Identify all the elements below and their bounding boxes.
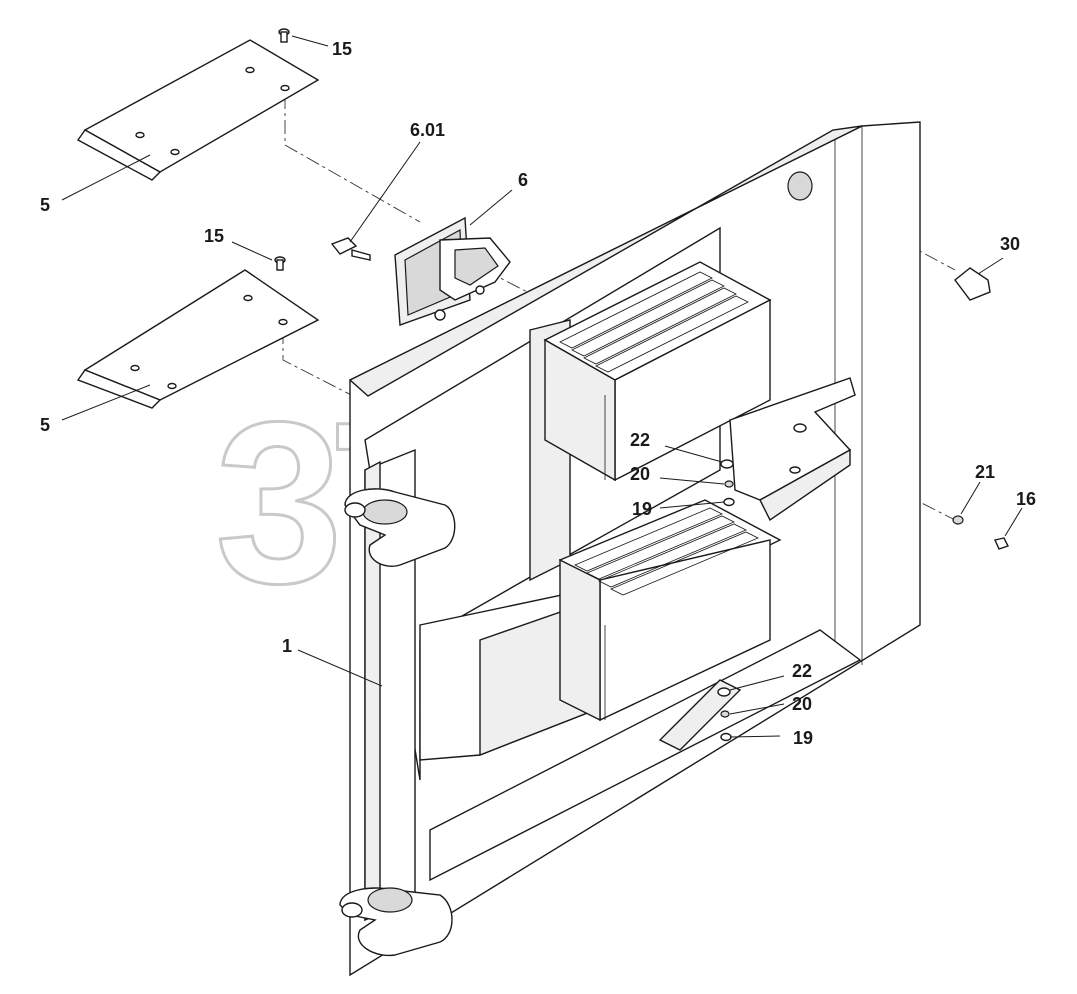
callout-19-lower: 19 xyxy=(793,728,813,748)
callout-30: 30 xyxy=(1000,234,1020,254)
screw-15-lower xyxy=(274,256,286,271)
callout-19-upper: 19 xyxy=(632,499,652,519)
callout-6-01: 6.01 xyxy=(410,120,445,140)
cover-plate-5-lower xyxy=(76,269,320,409)
callout-16: 16 xyxy=(1016,489,1036,509)
leader-lines xyxy=(61,35,1023,738)
cover-plate-5-upper xyxy=(76,39,320,181)
callout-1: 1 xyxy=(282,636,292,656)
callout-5-upper: 5 xyxy=(40,195,50,215)
bumper-30 xyxy=(787,171,991,301)
upper-grille-tray xyxy=(543,261,772,482)
callout-22-lower: 22 xyxy=(792,661,812,681)
callout-15-lower: 15 xyxy=(204,226,224,246)
callout-21: 21 xyxy=(975,462,995,482)
callout-15-upper: 15 xyxy=(332,39,352,59)
callout-20-upper: 20 xyxy=(630,464,650,484)
lower-grille-tray xyxy=(558,499,782,722)
hardware-upper xyxy=(720,459,735,507)
callout-22-upper: 22 xyxy=(630,430,650,450)
hardware-lower xyxy=(717,687,732,742)
callout-6: 6 xyxy=(518,170,528,190)
latch-bracket xyxy=(729,377,856,522)
bolt-16 xyxy=(994,537,1009,550)
screw-15-upper xyxy=(278,28,290,43)
callout-5-lower: 5 xyxy=(40,415,50,435)
callout-labels: 15 5 6.01 6 15 5 30 22 20 19 21 16 1 22 … xyxy=(40,39,1036,748)
washer-21 xyxy=(952,515,964,525)
callout-20-lower: 20 xyxy=(792,694,812,714)
lock-assembly-6 xyxy=(394,216,511,326)
